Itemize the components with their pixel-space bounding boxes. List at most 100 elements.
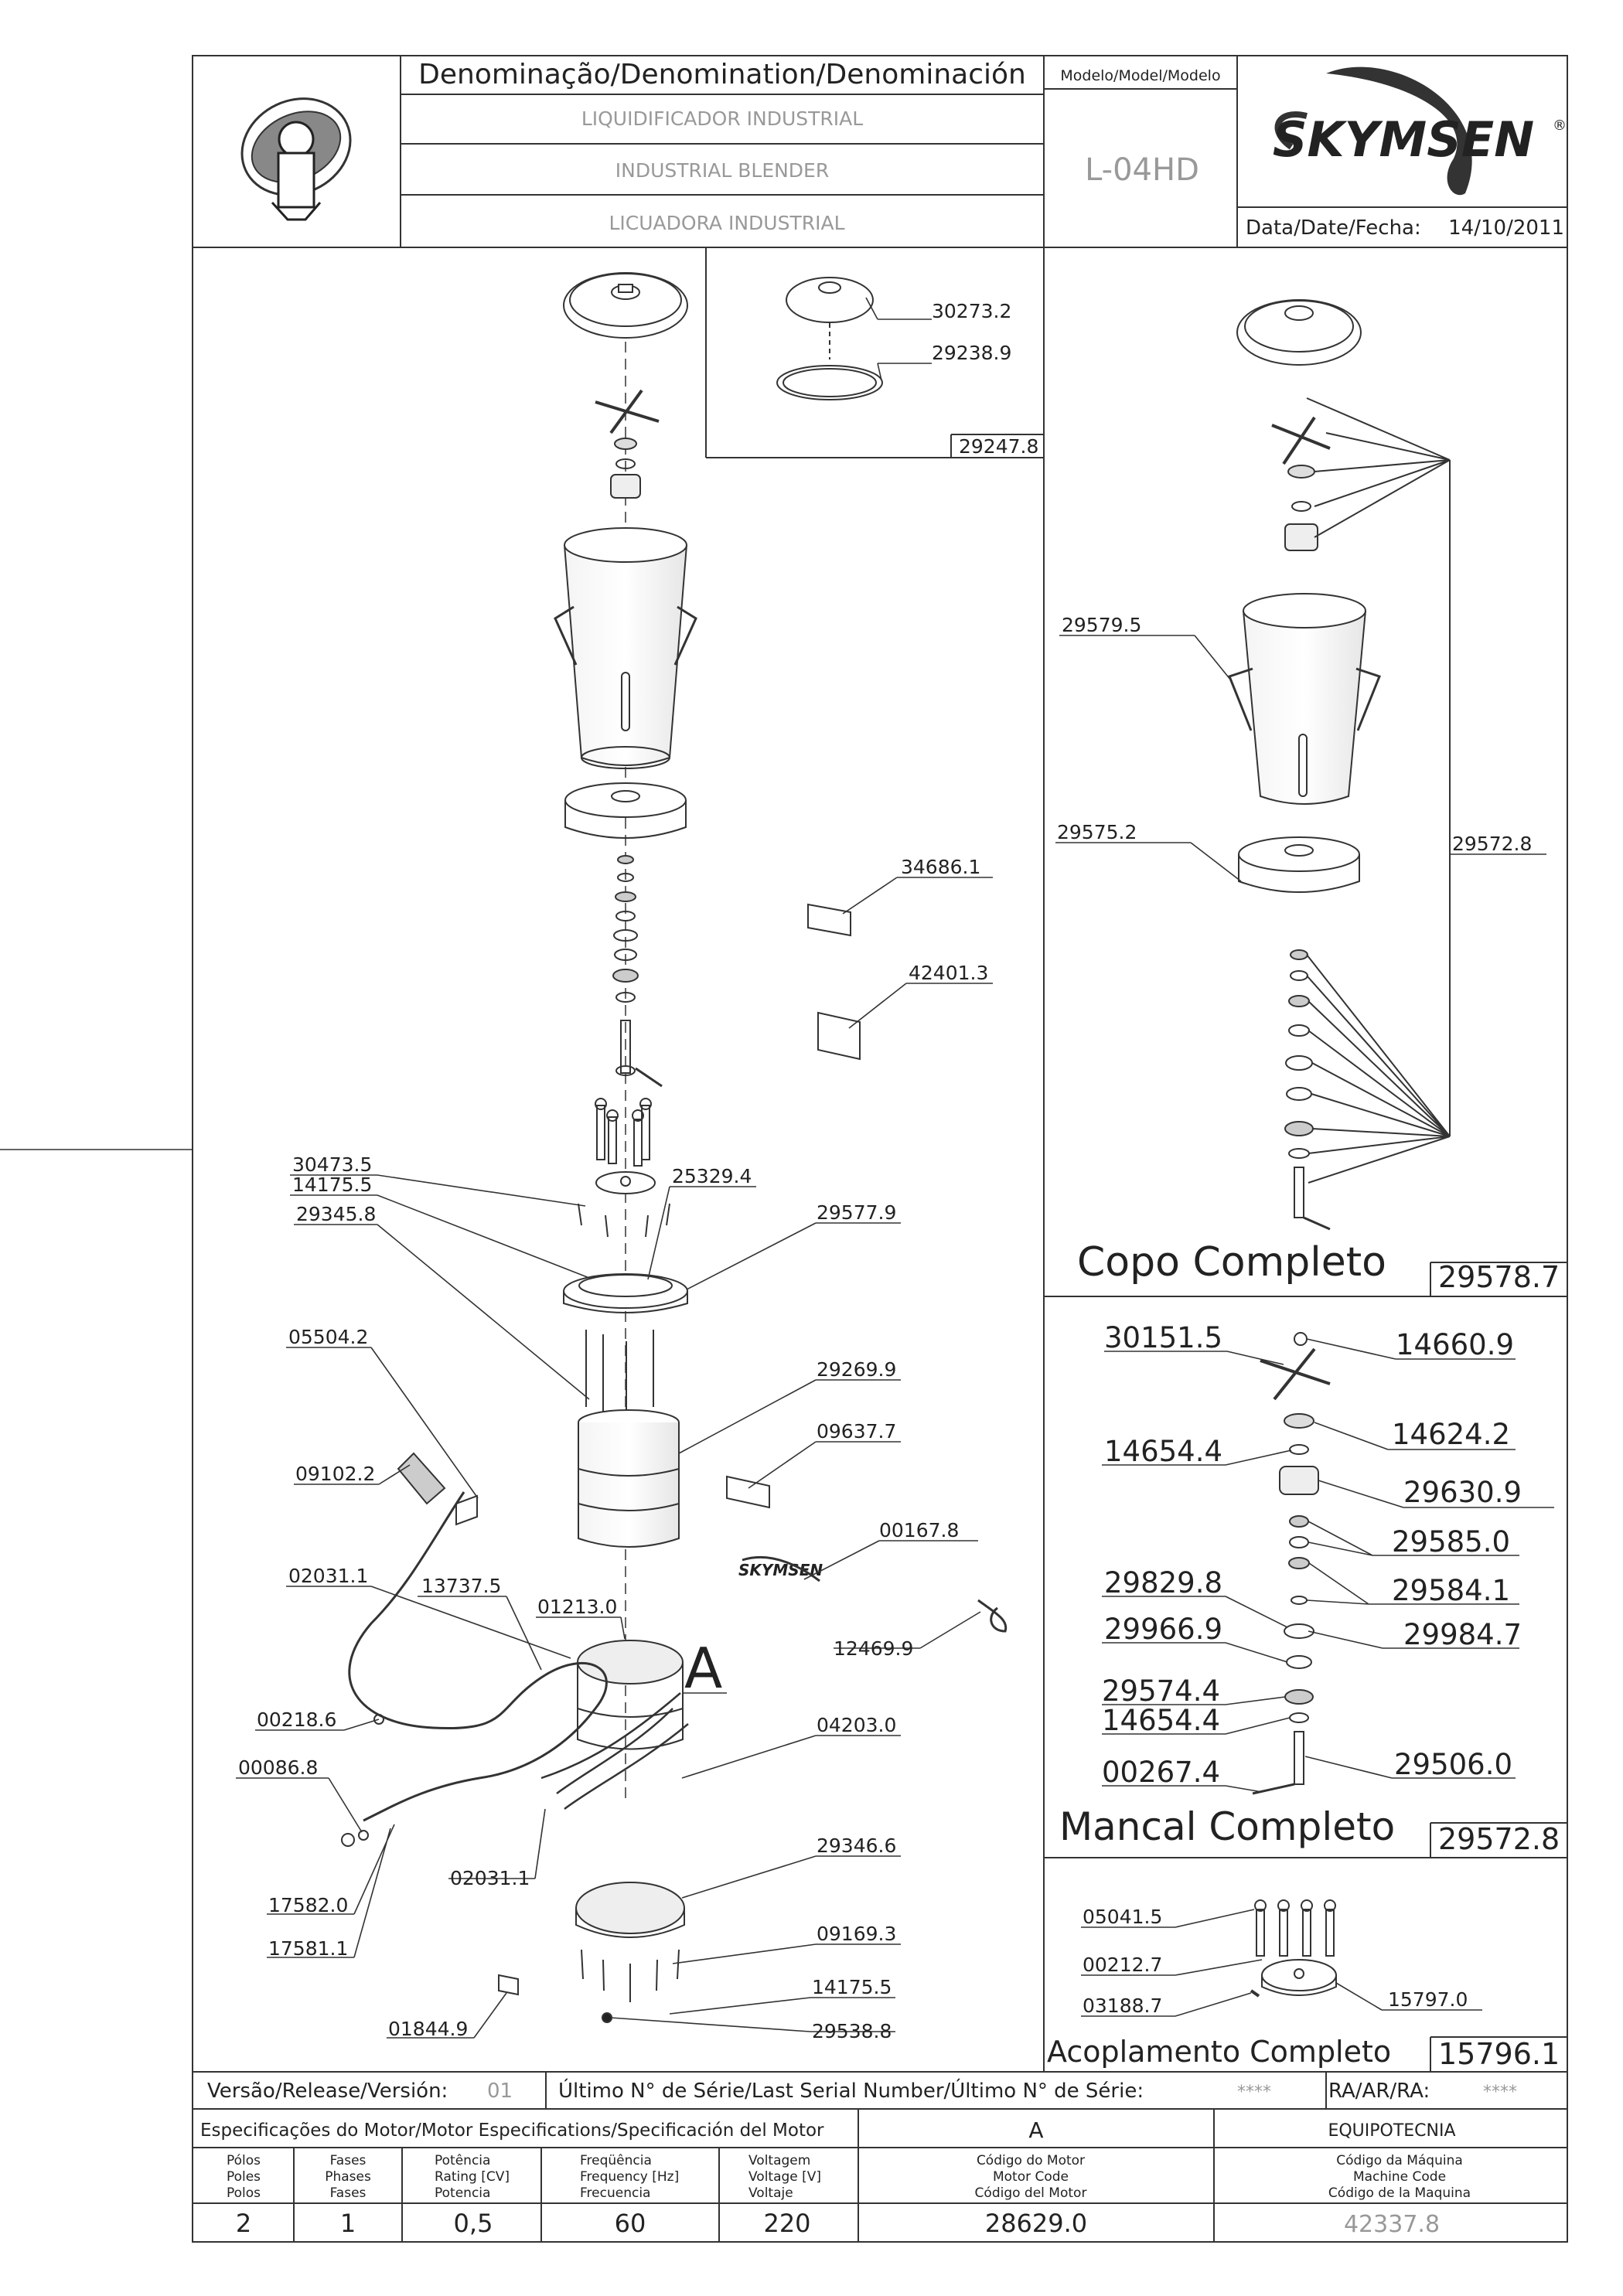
part-label-29984-7: 29984.7 — [1403, 1618, 1522, 1651]
model-title: Modelo/Model/Modelo — [1060, 67, 1220, 84]
col-machine-code-en: Machine Code — [1353, 2169, 1446, 2185]
part-label-25329-4: 25329.4 — [672, 1165, 752, 1187]
val-voltage: 220 — [763, 2209, 810, 2238]
serial-value: **** — [1237, 2083, 1271, 2102]
col-voltage-pt: Voltagem — [748, 2153, 810, 2168]
copo-completo-view — [1228, 299, 1451, 1231]
mancal-completo-view — [1252, 1332, 1331, 1795]
motor-letter-a: A — [684, 1636, 722, 1701]
brand-registered-mark: ® — [1553, 118, 1567, 134]
mancal-completo-title: Mancal Completo — [1059, 1804, 1395, 1849]
brand-badge-swoosh — [742, 1555, 820, 1582]
part-label-15797-0: 15797.0 — [1388, 1988, 1468, 2011]
part-label-02031-1-upper: 02031.1 — [288, 1565, 368, 1587]
part-label-30151-5: 30151.5 — [1104, 1321, 1222, 1354]
part-label-29630-9: 29630.9 — [1403, 1476, 1522, 1509]
part-label-02031-1-lower: 02031.1 — [450, 1867, 530, 1889]
serial-label: Último N° de Série/Last Serial Number/Úl… — [558, 2078, 1144, 2103]
part-label-34686-1: 34686.1 — [901, 856, 980, 878]
copo-completo-code: 29578.7 — [1438, 1260, 1560, 1294]
col-voltage-en: Voltage [V] — [748, 2169, 821, 2185]
col-power-es: Potencia — [435, 2185, 490, 2201]
part-label-29575-2: 29575.2 — [1057, 821, 1137, 843]
part-label-29247-8: 29247.8 — [959, 435, 1038, 458]
name-en: INDUSTRIAL BLENDER — [615, 159, 829, 182]
part-label-29506-0: 29506.0 — [1394, 1748, 1512, 1781]
part-label-03188-7: 03188.7 — [1083, 1995, 1162, 2017]
acoplamento-completo-title: Acoplamento Completo — [1047, 2035, 1391, 2069]
acoplamento-view — [1250, 1899, 1337, 1998]
part-label-01213-0: 01213.0 — [537, 1596, 617, 1618]
version-value: 01 — [487, 2080, 513, 2103]
date-value: 14/10/2011 — [1448, 216, 1564, 240]
col-freq-es: Frecuencia — [580, 2185, 650, 2201]
part-label-29829-8: 29829.8 — [1104, 1566, 1222, 1599]
authorized-service-seal — [240, 97, 352, 221]
part-label-29269-9: 29269.9 — [817, 1358, 896, 1381]
part-label-30273-2: 30273.2 — [932, 300, 1011, 322]
part-label-09102-2: 09102.2 — [295, 1463, 375, 1485]
col-voltage-es: Voltaje — [748, 2185, 793, 2201]
part-label-14660-9: 14660.9 — [1396, 1328, 1514, 1361]
col-poles-en: Poles — [227, 2169, 261, 2185]
part-label-00212-7: 00212.7 — [1083, 1954, 1162, 1976]
name-es: LICUADORA INDUSTRIAL — [609, 212, 844, 234]
version-label: Versão/Release/Versión: — [207, 2080, 448, 2103]
part-label-29345-8: 29345.8 — [296, 1203, 376, 1225]
part-label-13737-5: 13737.5 — [421, 1575, 501, 1597]
supplier-name: EQUIPOTECNIA — [1328, 2121, 1455, 2141]
part-label-05041-5: 05041.5 — [1083, 1906, 1162, 1928]
motor-spec-letter: A — [1028, 2117, 1043, 2143]
col-phases-es: Fases — [330, 2185, 367, 2201]
part-label-29574-4: 29574.4 — [1102, 1674, 1220, 1708]
part-label-14175-5-upper: 14175.5 — [292, 1174, 372, 1196]
brand-logo-swoosh — [1274, 66, 1472, 196]
col-freq-pt: Freqüência — [580, 2153, 652, 2168]
col-motor-code-es: Código del Motor — [975, 2185, 1087, 2201]
brand-name: SKYMSEN — [1273, 111, 1534, 168]
part-label-05504-2: 05504.2 — [288, 1326, 368, 1348]
part-label-29585-0: 29585.0 — [1392, 1525, 1510, 1558]
part-label-42401-3: 42401.3 — [909, 962, 988, 984]
date-label: Data/Date/Fecha: — [1246, 216, 1421, 240]
part-label-00267-4: 00267.4 — [1102, 1756, 1220, 1789]
denomination-title: Denominação/Denomination/Denominación — [418, 59, 1026, 90]
col-power-pt: Potência — [435, 2153, 490, 2168]
spec-table-values: 2 1 0,5 60 220 28629.0 42337.8 — [236, 2209, 1440, 2238]
main-exploded-view — [341, 272, 1008, 2023]
part-label-29238-9: 29238.9 — [932, 342, 1011, 364]
col-poles-pt: Pólos — [227, 2153, 261, 2168]
part-label-29584-1: 29584.1 — [1392, 1574, 1510, 1607]
model-value: L-04HD — [1085, 152, 1199, 188]
part-label-01844-9: 01844.9 — [388, 2018, 468, 2040]
leader-lines — [236, 297, 1554, 2039]
part-label-14175-5-lower: 14175.5 — [812, 1976, 892, 1998]
part-label-30473-5: 30473.5 — [292, 1153, 372, 1176]
val-machine-code: 42337.8 — [1344, 2211, 1440, 2238]
col-phases-en: Phases — [325, 2169, 371, 2185]
part-label-09169-3: 09169.3 — [817, 1923, 896, 1945]
col-motor-code-pt: Código do Motor — [977, 2153, 1085, 2168]
part-label-29577-9: 29577.9 — [817, 1201, 896, 1224]
drawing-frame — [192, 55, 1568, 2243]
part-label-14624-2: 14624.2 — [1392, 1418, 1510, 1451]
val-motor-code: 28629.0 — [985, 2209, 1087, 2238]
col-phases-pt: Fases — [330, 2153, 367, 2168]
ra-label: RA/AR/RA: — [1328, 2080, 1430, 2103]
part-label-17581-1: 17581.1 — [268, 1937, 348, 1960]
val-frequency: 60 — [615, 2209, 646, 2238]
part-label-29966-9: 29966.9 — [1104, 1613, 1222, 1646]
ra-value: **** — [1483, 2083, 1517, 2102]
inset-lid-detail — [776, 277, 883, 400]
motor-spec-label: Especificações do Motor/Motor Especifica… — [200, 2121, 824, 2141]
copo-completo-title: Copo Completo — [1077, 1239, 1386, 1286]
val-poles: 2 — [236, 2209, 251, 2238]
part-label-14654-4-upper: 14654.4 — [1104, 1435, 1222, 1468]
name-pt: LIQUIDIFICADOR INDUSTRIAL — [581, 107, 863, 130]
main-part-labels: 30273.2 29238.9 29247.8 34686.1 42401.3 … — [238, 300, 1038, 2042]
col-power-en: Rating [CV] — [435, 2169, 510, 2185]
col-freq-en: Frequency [Hz] — [580, 2169, 679, 2185]
part-label-00086-8: 00086.8 — [238, 1756, 318, 1779]
col-machine-code-pt: Código da Máquina — [1336, 2153, 1463, 2168]
